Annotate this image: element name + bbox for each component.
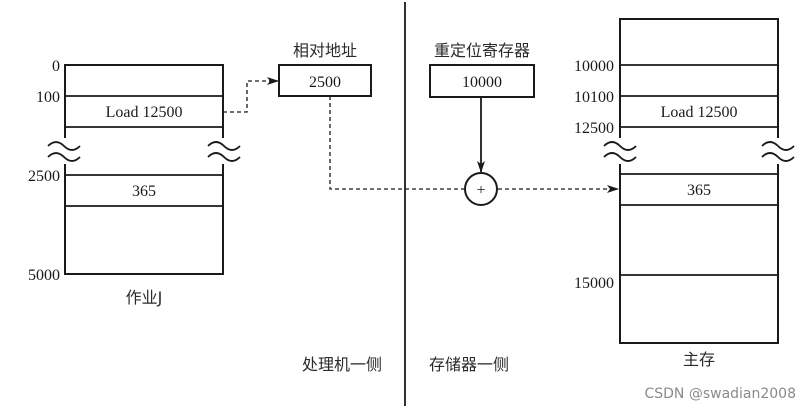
relative-address-box <box>278 64 372 97</box>
memory-box <box>619 18 779 344</box>
job-break-left-icon <box>46 138 82 164</box>
job-address-label: 100 <box>36 89 60 106</box>
memory-side-label: 存储器一侧 <box>429 355 509 374</box>
memory-address-label: 15000 <box>574 275 614 292</box>
watermark: CSDN @swadian2008 <box>644 386 796 402</box>
job-data-cell: 365 <box>132 183 156 200</box>
job-address-space: 0 100 2500 5000 Load 12500 365 作业J <box>28 58 242 307</box>
job-address-label: 0 <box>52 58 60 75</box>
memory-instruction-cell: Load 12500 <box>661 104 738 121</box>
job-instruction-cell: Load 12500 <box>106 104 183 121</box>
memory-address-label: 10000 <box>574 58 614 75</box>
relocation-register-value: 10000 <box>462 74 502 91</box>
relative-address: 相对地址 2500 <box>278 41 372 97</box>
memory-address-label: 10100 <box>574 89 614 106</box>
relative-address-title: 相对地址 <box>293 41 357 60</box>
relocation-register-box <box>429 64 535 98</box>
memory-break-left-icon <box>602 138 638 164</box>
memory-address-label: 12500 <box>574 120 614 137</box>
job-break-right-icon <box>206 138 242 164</box>
processor-side-label: 处理机一侧 <box>302 355 382 374</box>
adder: + <box>464 172 498 206</box>
job-caption: 作业J <box>126 288 163 307</box>
memory-data-cell: 365 <box>687 182 711 199</box>
relative-address-value: 2500 <box>309 74 341 91</box>
plus-icon: + <box>476 182 485 199</box>
relative-to-adder-line <box>329 96 464 190</box>
memory-break-right-icon <box>760 138 796 164</box>
job-address-label: 5000 <box>28 267 60 284</box>
relocation-register-title: 重定位寄存器 <box>434 41 530 60</box>
instruction-to-relative-arrow <box>223 77 279 113</box>
main-memory: 10000 10100 12500 15000 Load 12500 365 主… <box>574 18 796 369</box>
relocation-register: 重定位寄存器 10000 <box>429 41 535 98</box>
job-address-label: 2500 <box>28 168 60 185</box>
memory-caption: 主存 <box>683 350 715 369</box>
adder-circle <box>464 172 498 206</box>
job-box <box>64 64 224 275</box>
